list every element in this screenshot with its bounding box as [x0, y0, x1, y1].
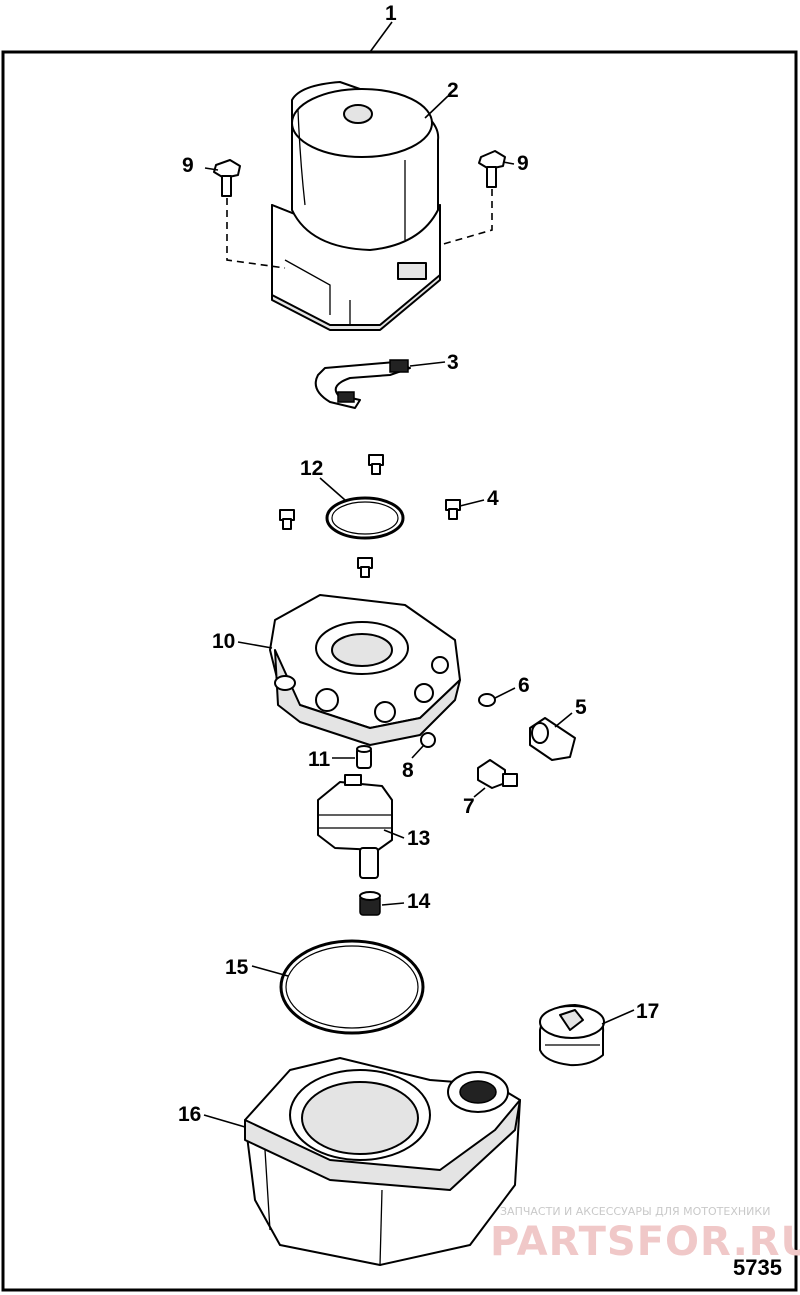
- part-reservoir-cap: [539, 1004, 605, 1067]
- part-screw-bottom: [357, 557, 373, 578]
- part-pump-housing: [269, 594, 461, 746]
- leader-1: [369, 21, 393, 53]
- callout-6: 6: [518, 674, 530, 697]
- watermark-tagline: ЗАПЧАСТИ И АКСЕССУАРЫ ДЛЯ МОТОТЕХНИКИ: [500, 1205, 770, 1218]
- callout-7: 7: [463, 795, 475, 818]
- part-bracket: [314, 359, 411, 409]
- callout-15: 15: [225, 956, 249, 979]
- part-o-ring-12: [325, 496, 405, 540]
- part-o-ring-8: [420, 732, 436, 748]
- part-reservoir: [244, 1057, 521, 1266]
- figure-number: 5735: [733, 1255, 782, 1280]
- part-fitting-5: [529, 717, 576, 761]
- part-fitting-7: [477, 759, 518, 789]
- callout-16: 16: [178, 1103, 201, 1126]
- assembly-frame: [1, 50, 798, 1292]
- part-bolt-right: [439, 150, 506, 246]
- callout-14: 14: [407, 890, 431, 913]
- part-pin: [356, 745, 372, 769]
- callout-2: 2: [447, 79, 459, 102]
- callout-9-left: 9: [182, 154, 194, 177]
- callout-4: 4: [487, 487, 499, 510]
- part-screw-left: [279, 509, 295, 530]
- part-screw-right: [445, 499, 461, 520]
- callout-12: 12: [300, 457, 323, 480]
- part-o-ring-15: [279, 939, 425, 1035]
- part-motor: [271, 81, 441, 331]
- part-check-valve: [359, 891, 381, 916]
- part-o-ring-15-inner: [285, 945, 419, 1029]
- callout-3: 3: [447, 351, 459, 374]
- callout-1: 1: [385, 2, 397, 25]
- callout-10: 10: [212, 630, 235, 653]
- callout-13: 13: [407, 827, 430, 850]
- callout-17: 17: [636, 1000, 659, 1023]
- part-screw-top: [368, 454, 384, 475]
- part-pump-rotor: [317, 774, 393, 879]
- callout-8: 8: [402, 759, 414, 782]
- part-bolt-left: [213, 159, 286, 269]
- part-o-ring-12-inner: [331, 501, 399, 535]
- callout-9-right: 9: [517, 152, 529, 175]
- callout-5: 5: [575, 696, 587, 719]
- leader-lines: [203, 95, 635, 1128]
- callout-11: 11: [308, 748, 331, 771]
- part-o-ring-6: [478, 693, 496, 707]
- watermark-logo: PARTSFOR.RU: [490, 1219, 800, 1265]
